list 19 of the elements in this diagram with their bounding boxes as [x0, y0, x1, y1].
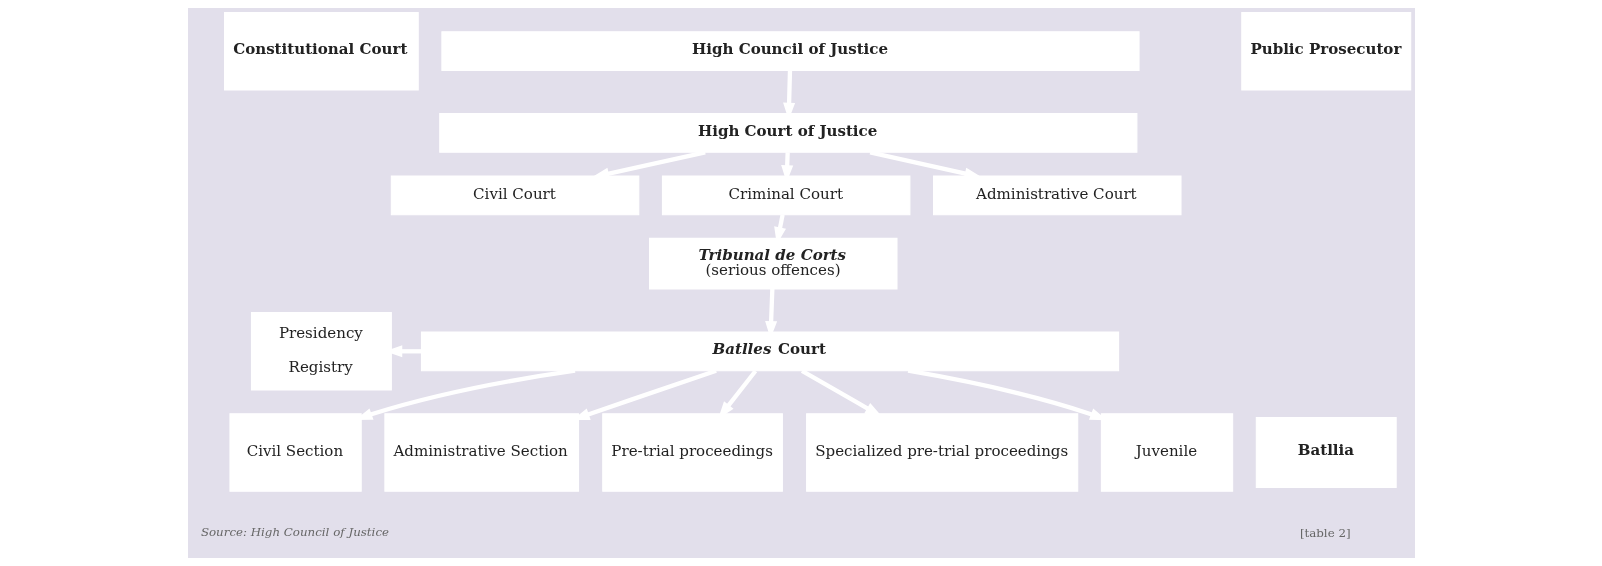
node-box: High Council of Justice: [440, 31, 1140, 72]
node-box: Public Prosecutor: [1240, 11, 1411, 91]
label: [table 2]: [1299, 526, 1351, 541]
node-box: Juvenile: [1100, 413, 1233, 492]
node-box: Presidency Registry: [250, 312, 392, 391]
node-box: Constitutional Court: [223, 11, 419, 91]
node-box: Batllia: [1255, 416, 1397, 488]
node-box: Civil Court: [390, 175, 639, 216]
node-box: Administrative Court: [932, 175, 1182, 216]
node-box: Criminal Court: [661, 175, 910, 216]
node-box: Administrative Section: [383, 413, 579, 492]
node-box: Pre-trial proceedings: [601, 413, 783, 492]
node-box: High Court of Justice: [438, 113, 1137, 153]
node-box: Civil Section: [228, 413, 362, 492]
node-box: Specialized pre-trial proceedings: [805, 413, 1078, 492]
node-box: Batlles Court: [420, 331, 1119, 372]
arrow: [800, 368, 882, 417]
node-box: Tribunal de Corts (serious offences): [648, 237, 897, 290]
label: Source: High Council of Justice: [200, 525, 389, 540]
